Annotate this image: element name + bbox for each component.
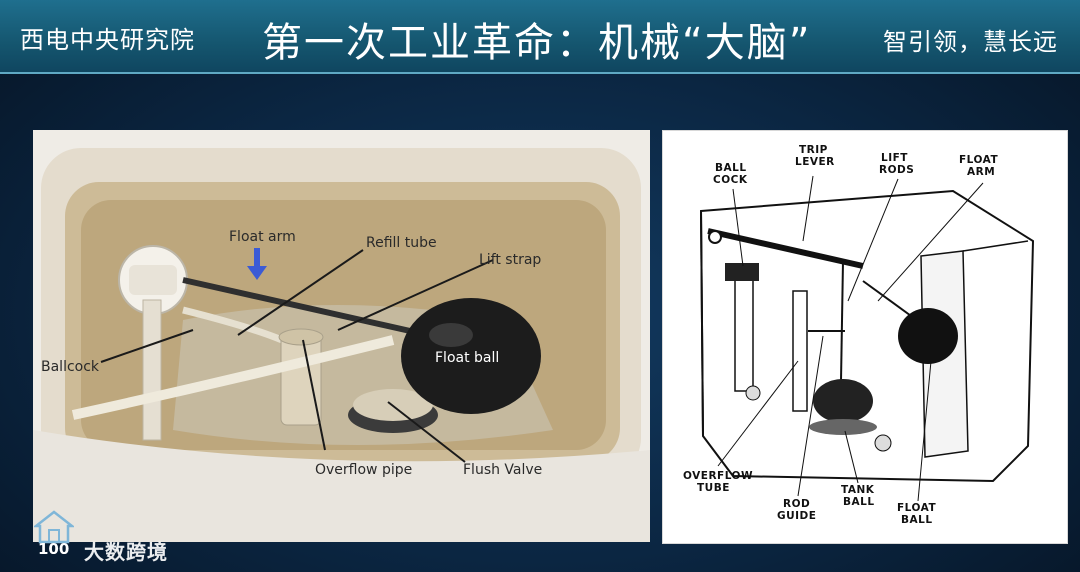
label-ball-cock-1: BALL — [715, 162, 747, 174]
label-lift-strap: Lift strap — [479, 252, 541, 268]
label-lift-rods-2: RODS — [879, 164, 914, 176]
label-tank-ball-1: TANK — [841, 484, 875, 496]
label-refill-tube: Refill tube — [366, 235, 437, 251]
label-float-arm-2: ARM — [967, 166, 995, 178]
label-overflow-pipe: Overflow pipe — [315, 462, 412, 478]
toilet-tank-photo: Float arm Refill tube Lift strap Ballcoc… — [33, 130, 650, 542]
toilet-tank-diagram: TRIP LEVER LIFT RODS FLOAT ARM BALL COCK… — [662, 130, 1068, 544]
label-ball-cock-2: COCK — [713, 174, 748, 186]
label-overflow-tube-2: TUBE — [697, 482, 730, 494]
watermark-text: 大数跨境 — [84, 540, 168, 564]
label-float-ball-1: FLOAT — [897, 502, 936, 514]
photo-illustration: Float arm Refill tube Lift strap Ballcoc… — [33, 130, 650, 542]
label-float-arm: Float arm — [229, 229, 296, 245]
label-overflow-tube-1: OVERFLOW — [683, 470, 753, 482]
label-float-arm-1: FLOAT — [959, 154, 998, 166]
label-float-ball-2: BALL — [901, 514, 933, 526]
page-title: 第一次工业革命：机械“大脑” — [262, 20, 812, 66]
label-rod-guide-2: GUIDE — [777, 510, 816, 522]
institute-name: 西电中央研究院 — [20, 26, 195, 54]
watermark-number: 100 — [38, 540, 70, 558]
label-rod-guide-1: ROD — [783, 498, 810, 510]
label-flush-valve: Flush Valve — [463, 462, 542, 478]
label-tank-ball-2: BALL — [843, 496, 875, 508]
diagram-illustration: TRIP LEVER LIFT RODS FLOAT ARM BALL COCK… — [683, 144, 1035, 526]
house-icon — [34, 510, 74, 544]
slogan: 智引领，慧长远 — [883, 28, 1058, 56]
label-trip-lever-2: LEVER — [795, 156, 835, 168]
label-trip-lever-1: TRIP — [799, 144, 828, 156]
label-float-ball: Float ball — [435, 350, 499, 366]
label-ballcock: Ballcock — [41, 359, 100, 375]
label-lift-rods-1: LIFT — [881, 152, 908, 164]
watermark: 100 大数跨境 — [32, 510, 172, 564]
header-bar: 西电中央研究院 第一次工业革命：机械“大脑” 智引领，慧长远 — [0, 0, 1080, 74]
